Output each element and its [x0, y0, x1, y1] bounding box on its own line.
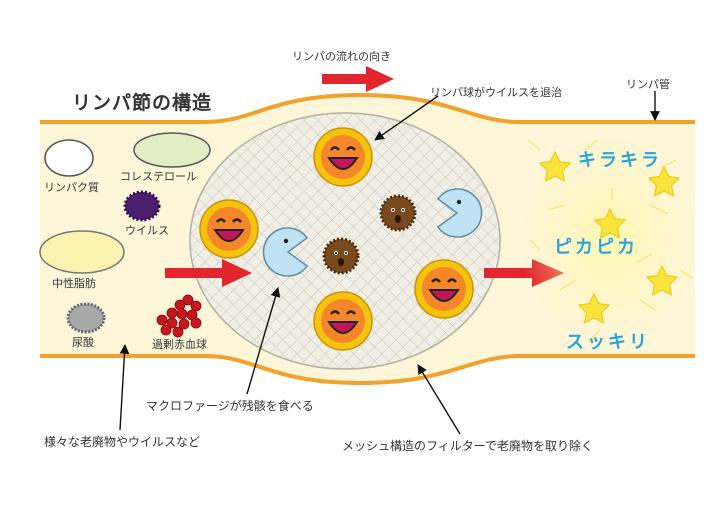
lymph-vessel-top-border [40, 92, 695, 124]
pointer-arrows [119, 91, 660, 435]
diagram-title: リンパ節の構造 [72, 92, 213, 114]
lymphocyte-smiley-icon [313, 127, 373, 187]
sparkle-text-3: スッキリ [566, 332, 650, 353]
star-icon [647, 165, 681, 197]
star-icon [538, 150, 572, 182]
neutral-fat-icon [39, 230, 125, 274]
excess-rbc-icon [156, 294, 202, 338]
virus-icon [123, 190, 161, 222]
protein-icon [44, 139, 94, 177]
legend-protein-label: リンパク質 [44, 181, 99, 194]
flow-direction-label: リンパの流れの向き [292, 50, 391, 63]
uric-acid-icon [66, 302, 106, 334]
cholesterol-icon [133, 132, 211, 168]
lymphocyte-smiley-icon [199, 199, 259, 259]
lymph-vessel-bottom-border [40, 354, 695, 386]
macrophage-label: マクロファージが残骸を食べる [146, 399, 314, 413]
sparkle-text-2: ピカピカ [554, 237, 638, 258]
debris-icon [379, 194, 417, 232]
legend-neutral-fat-label: 中性脂肪 [52, 277, 96, 290]
macrophage-icon [262, 227, 309, 277]
lymphocyte-label: リンパ球がウイルスを退治 [430, 86, 562, 99]
inflow-arrow [165, 259, 252, 287]
macrophage-icon [436, 188, 483, 238]
legend-virus-label: ウイルス [125, 224, 169, 237]
sparkle-text-1: キラキラ [578, 150, 662, 171]
star-icon [645, 264, 679, 296]
flow-direction-arrow [322, 66, 394, 92]
lymphocyte-smiley-icon [414, 259, 474, 319]
legend-uric-acid-label: 尿酸 [72, 336, 94, 349]
waste-label: 様々な老廃物やウイルスなど [44, 435, 201, 449]
mesh-filter-label: メッシュ構造のフィルターで老廃物を取り除く [342, 439, 594, 453]
star-icon [577, 292, 611, 324]
legend-excess-rbc-label: 過剰赤血球 [152, 338, 207, 351]
lymph-vessel-label: リンパ管 [626, 78, 670, 91]
lymphocyte-smiley-icon [313, 291, 373, 351]
debris-icon [322, 237, 360, 275]
legend-cholesterol-label: コレステロール [120, 170, 197, 183]
star-icon [593, 207, 627, 239]
